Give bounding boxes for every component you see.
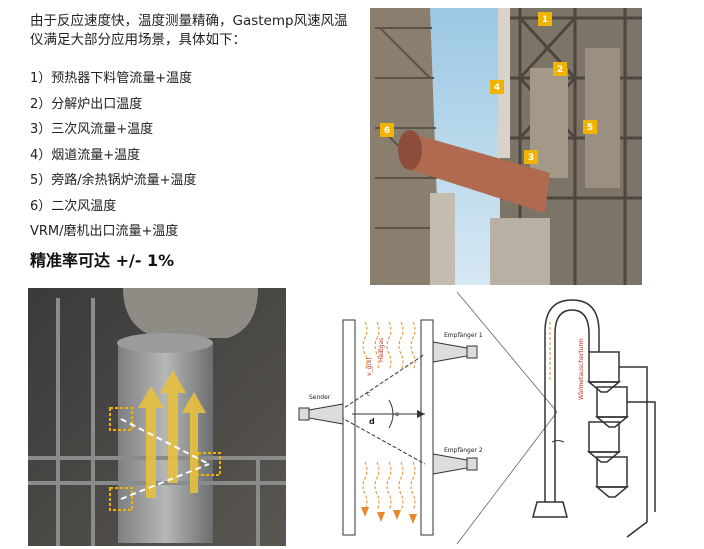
intro-text: 由于反应速度快，温度测量精确，Gastemp风速风温仪满足大部分应用场景，具体如…	[30, 13, 348, 48]
marker-4: 4	[494, 83, 500, 93]
marker-1: 1	[542, 15, 548, 25]
angle-label: α	[395, 411, 399, 418]
marker-2: 2	[557, 65, 563, 75]
list-item: VRM/磨机出口流量+温度	[30, 224, 179, 239]
application-list: 1）预热器下料管流量+温度 2）分解炉出口温度 3）三次风流量+温度 4）烟道流…	[30, 68, 197, 247]
flow-velocity-label: v_g(x)	[366, 357, 373, 376]
list-item: 3）三次风流量+温度	[30, 122, 154, 137]
marker-5: 5	[587, 123, 593, 133]
sender-label: Sender	[309, 394, 331, 401]
sensor-installation-photo	[28, 288, 286, 546]
list-item: 5）旁路/余热锅炉流量+温度	[30, 173, 197, 188]
tower-label: Wärmetauscherturm	[578, 338, 585, 400]
marker-6: 6	[384, 126, 390, 136]
accuracy-text: 精准率可达 +/- 1%	[30, 251, 175, 270]
list-item: 6）二次风温度	[30, 198, 117, 214]
plant-photo: 1 2 3 4 5 6	[370, 8, 642, 285]
receiver1-label: Empfänger 1	[444, 332, 483, 339]
list-item: 4）烟道流量+温度	[30, 147, 141, 163]
receiver2-label: Empfänger 2	[444, 447, 483, 454]
path-label: c	[367, 391, 370, 398]
marker-3: 3	[528, 153, 534, 163]
list-item: 1）预热器下料管流量+温度	[30, 71, 193, 86]
distance-label: d	[369, 417, 375, 426]
measurement-principle-diagram: Sender Empfänger 1 Empfänger 2 d α c Hei…	[297, 291, 700, 545]
list-item: 2）分解炉出口温度	[30, 96, 143, 112]
hotgas-label: Heißgas	[378, 338, 385, 362]
